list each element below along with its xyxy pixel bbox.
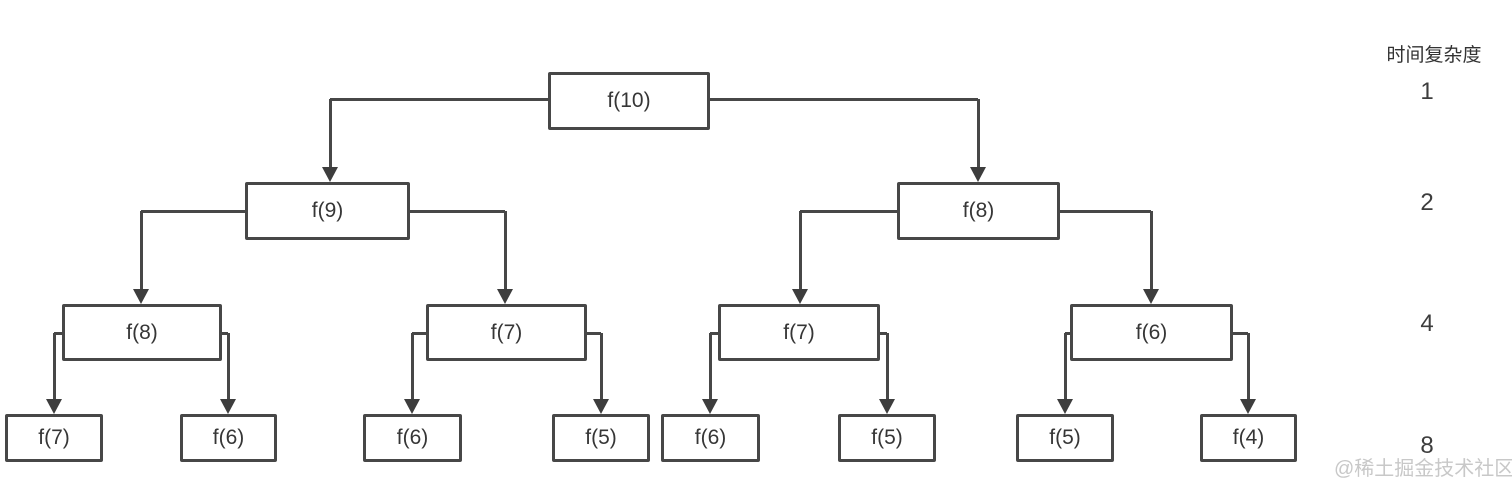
arrow-down-icon <box>792 289 808 304</box>
arrow-down-icon <box>1240 399 1256 414</box>
connector-vertical-segment <box>1149 211 1153 290</box>
connector-horizontal-segment <box>710 331 718 335</box>
tree-node-label: f(6) <box>396 426 429 449</box>
connector-vertical-segment <box>139 211 143 290</box>
arrow-down-icon <box>404 399 420 414</box>
connector-vertical-segment <box>226 333 230 400</box>
tree-node-l3-f7a: f(7) <box>426 304 587 361</box>
tree-node-l2-f9: f(9) <box>245 182 410 240</box>
connector-horizontal-segment <box>1065 331 1070 335</box>
connector-vertical-segment <box>503 211 507 290</box>
connector-vertical-segment <box>798 211 802 290</box>
tree-node-label: f(8) <box>962 199 995 222</box>
connector-vertical-segment <box>1063 333 1067 400</box>
tree-node-label: f(7) <box>38 426 70 449</box>
complexity-value: 4 <box>1420 310 1434 337</box>
connector-horizontal-segment <box>800 209 897 213</box>
arrow-down-icon <box>702 399 718 414</box>
tree-node-l4-f6c: f(6) <box>661 414 760 462</box>
connector-vertical-segment <box>599 333 603 400</box>
connector-vertical-segment <box>976 99 980 168</box>
watermark-text: @稀土掘金技术社区 <box>1334 458 1512 480</box>
connector-vertical-segment <box>1246 333 1250 400</box>
connector-vertical-segment <box>885 333 889 400</box>
tree-node-l4-f4: f(4) <box>1200 414 1297 462</box>
connector-vertical-segment <box>328 99 332 168</box>
tree-node-label: f(5) <box>585 426 617 449</box>
connector-horizontal-segment <box>880 331 887 335</box>
tree-node-label: f(6) <box>1135 320 1168 344</box>
tree-node-label: f(6) <box>212 426 245 449</box>
tree-node-l4-f5b: f(5) <box>838 414 936 462</box>
tree-node-l2-f8: f(8) <box>897 182 1060 240</box>
arrow-down-icon <box>46 399 62 414</box>
tree-node-l4-f5a: f(5) <box>552 414 650 462</box>
complexity-value: 8 <box>1420 432 1434 459</box>
connector-horizontal-segment <box>410 209 505 213</box>
connector-horizontal-segment <box>1060 209 1151 213</box>
arrow-down-icon <box>497 289 513 304</box>
connector-vertical-segment <box>52 333 56 400</box>
arrow-down-icon <box>593 399 609 414</box>
connector-horizontal-segment <box>54 331 62 335</box>
connector-horizontal-segment <box>587 331 601 335</box>
arrow-down-icon <box>879 399 895 414</box>
connector-horizontal-segment <box>710 97 978 101</box>
tree-node-label: f(8) <box>126 320 158 344</box>
tree-node-label: f(5) <box>871 426 903 449</box>
tree-node-l4-f6b: f(6) <box>363 414 462 462</box>
tree-node-l4-f6a: f(6) <box>180 414 277 462</box>
tree-node-label: f(5) <box>1049 426 1081 449</box>
connector-horizontal-segment <box>222 331 228 335</box>
tree-node-label: f(10) <box>607 89 651 112</box>
tree-node-l4-f5c: f(5) <box>1016 414 1114 462</box>
tree-node-l3-f8: f(8) <box>62 304 222 361</box>
tree-node-l4-f7: f(7) <box>5 414 103 462</box>
tree-node-l3-f6: f(6) <box>1070 304 1233 361</box>
tree-node-label: f(6) <box>694 426 727 449</box>
connector-horizontal-segment <box>412 331 426 335</box>
arrow-down-icon <box>220 399 236 414</box>
connector-horizontal-segment <box>330 97 548 101</box>
arrow-down-icon <box>1057 399 1073 414</box>
arrow-down-icon <box>322 167 338 182</box>
complexity-column-header: 时间复杂度 <box>1386 45 1482 66</box>
complexity-value: 1 <box>1420 78 1434 105</box>
tree-node-label: f(9) <box>311 199 344 222</box>
arrow-down-icon <box>1143 289 1159 304</box>
connector-vertical-segment <box>708 333 712 400</box>
tree-node-label: f(7) <box>490 320 523 344</box>
tree-node-l1-f10: f(10) <box>548 72 710 130</box>
tree-node-label: f(7) <box>783 320 815 344</box>
complexity-value: 2 <box>1420 189 1434 216</box>
connector-horizontal-segment <box>141 209 245 213</box>
tree-node-label: f(4) <box>1232 426 1265 449</box>
connector-vertical-segment <box>410 333 414 400</box>
arrow-down-icon <box>970 167 986 182</box>
connector-horizontal-segment <box>1233 331 1248 335</box>
tree-node-l3-f7b: f(7) <box>718 304 880 361</box>
arrow-down-icon <box>133 289 149 304</box>
